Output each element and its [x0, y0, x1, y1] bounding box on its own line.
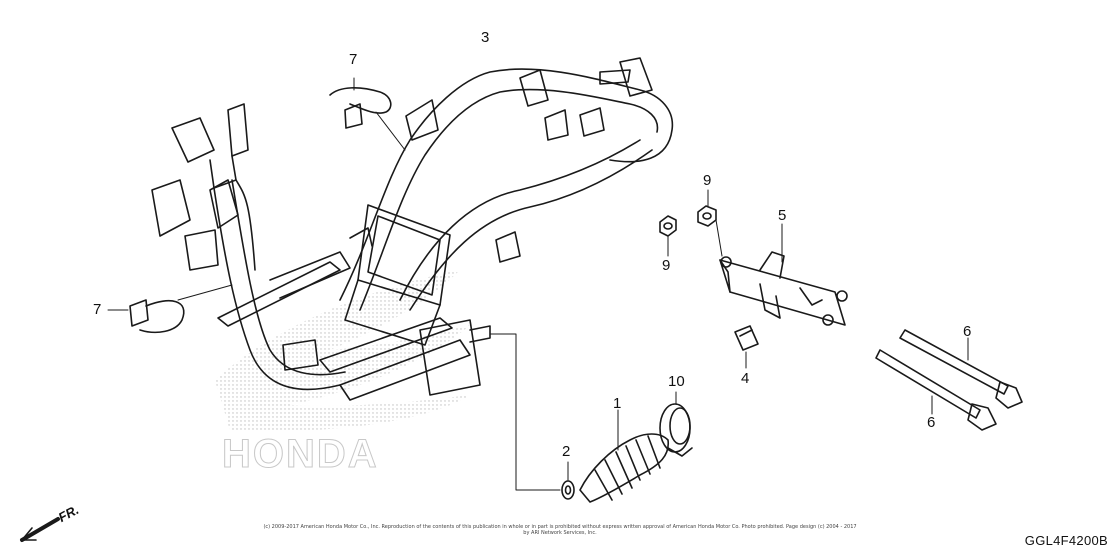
callout-washer[interactable]: 2 [562, 443, 571, 460]
honda-watermark-text: HONDA [222, 432, 379, 477]
callout-harness-band-upper[interactable]: 7 [349, 51, 358, 68]
air-boot[interactable] [579, 409, 669, 503]
flange-nut-lower[interactable] [659, 215, 677, 257]
callout-engine-hanger[interactable]: 5 [778, 207, 787, 224]
boot-band[interactable] [659, 391, 693, 457]
harness-band-upper[interactable] [329, 77, 406, 151]
hanger-bolt-upper[interactable] [899, 329, 1023, 409]
rubber-stopper[interactable] [734, 325, 759, 369]
callout-harness-band-lower[interactable]: 7 [93, 301, 102, 318]
frame-body[interactable] [151, 57, 674, 491]
harness-band-lower[interactable] [107, 284, 233, 334]
callout-bolt-lower[interactable]: 6 [927, 414, 936, 431]
flange-nut-upper[interactable] [697, 189, 723, 257]
callout-bolt-upper[interactable]: 6 [963, 323, 972, 340]
engine-hanger[interactable] [719, 223, 848, 326]
diagram-code: GGL4F4200B [1024, 533, 1108, 548]
callout-band[interactable]: 10 [668, 373, 685, 390]
copyright-notice: (c) 2009-2017 American Honda Motor Co., … [263, 524, 857, 536]
callout-rubber-stopper[interactable]: 4 [741, 370, 750, 387]
honda-wing-watermark [215, 270, 470, 431]
callout-boot[interactable]: 1 [613, 395, 622, 412]
callout-nut-lower[interactable]: 9 [662, 257, 671, 274]
callout-frame-body[interactable]: 3 [481, 29, 490, 46]
hanger-bolt-lower[interactable] [875, 349, 997, 431]
front-direction-arrow-icon [20, 517, 60, 542]
washer[interactable] [561, 461, 575, 500]
callout-nut-upper[interactable]: 9 [703, 172, 712, 189]
